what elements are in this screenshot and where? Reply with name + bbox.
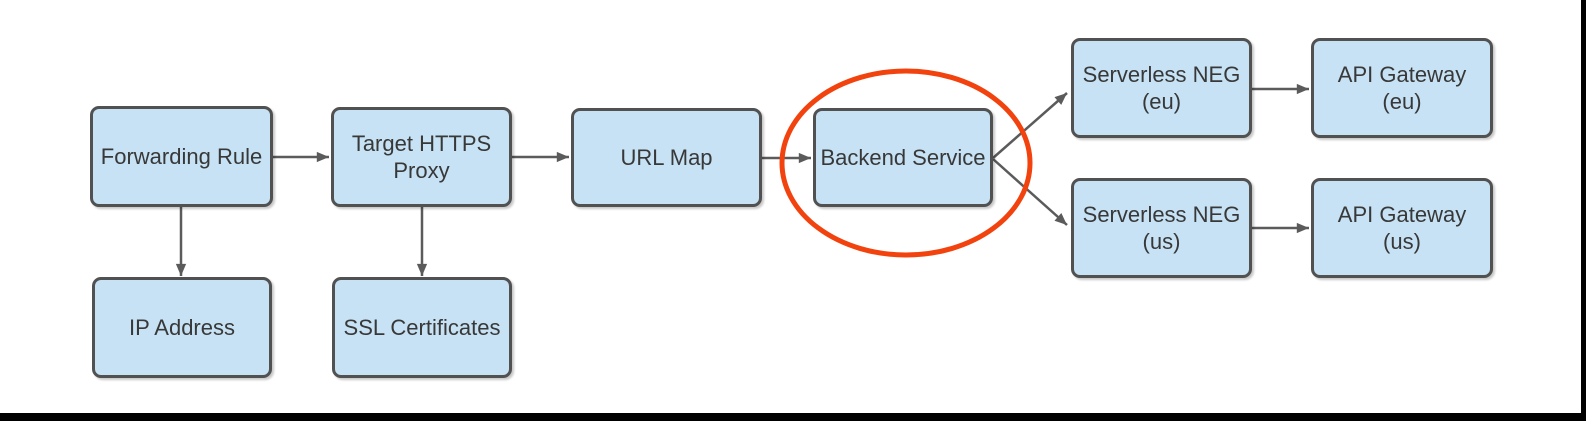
node-label: IP Address xyxy=(129,314,235,340)
node-label: API Gateway (us) xyxy=(1337,201,1467,254)
window-edge-bottom xyxy=(0,413,1586,421)
arrow-backend-service-to-serverless-neg-eu xyxy=(992,92,1068,159)
node-serverless-neg-eu: Serverless NEG (eu) xyxy=(1071,38,1252,138)
node-serverless-neg-us: Serverless NEG (us) xyxy=(1071,178,1252,278)
node-api-gateway-us: API Gateway (us) xyxy=(1311,178,1493,278)
node-label: Target HTTPS Proxy xyxy=(351,130,492,183)
node-api-gateway-eu: API Gateway (eu) xyxy=(1311,38,1493,138)
arrow-backend-service-to-serverless-neg-us xyxy=(992,158,1068,226)
node-label: SSL Certificates xyxy=(343,314,501,340)
node-forwarding-rule: Forwarding Rule xyxy=(90,106,273,207)
node-label: Serverless NEG (us) xyxy=(1082,201,1241,254)
backend-service-highlight-ellipse xyxy=(779,68,1033,258)
node-url-map: URL Map xyxy=(571,108,762,207)
node-label: API Gateway (eu) xyxy=(1337,61,1467,114)
node-backend-service: Backend Service xyxy=(813,108,993,207)
node-label: Forwarding Rule xyxy=(100,143,263,169)
node-label: Serverless NEG (eu) xyxy=(1082,61,1241,114)
node-label: Backend Service xyxy=(820,144,986,170)
node-label: URL Map xyxy=(620,144,713,170)
node-target-https-proxy: Target HTTPS Proxy xyxy=(331,107,512,207)
node-ssl-certificates: SSL Certificates xyxy=(332,277,512,378)
window-edge-right xyxy=(1581,0,1586,421)
node-ip-address: IP Address xyxy=(92,277,272,378)
